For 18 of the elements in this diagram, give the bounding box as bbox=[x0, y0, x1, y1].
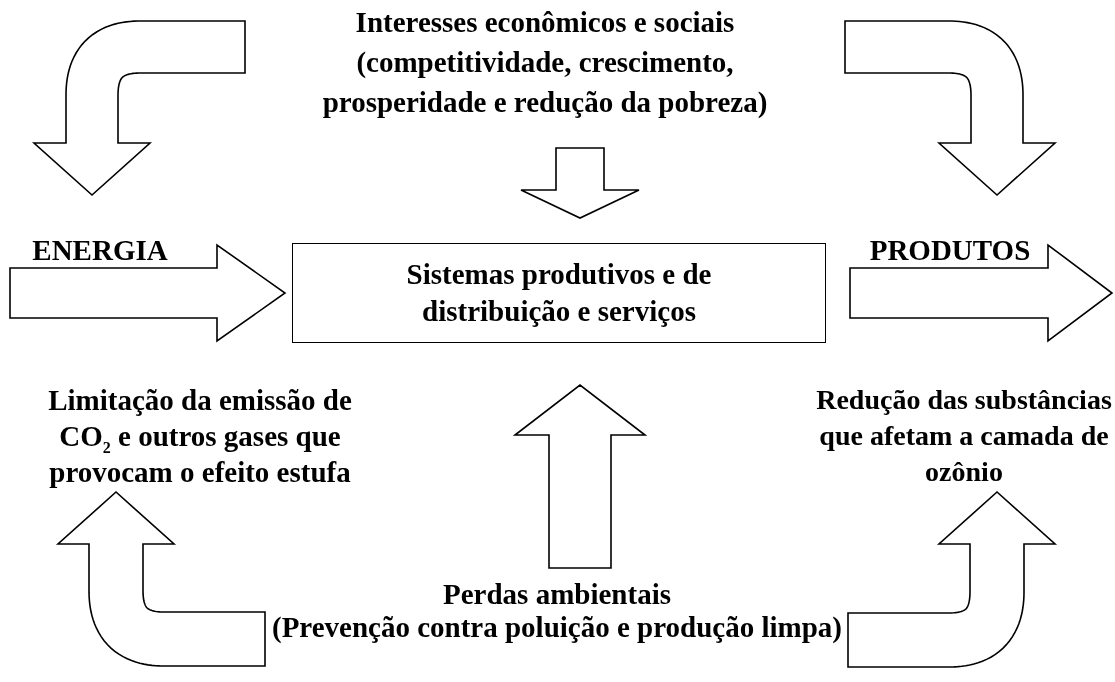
block-arrow bbox=[844, 20, 1058, 197]
process-box bbox=[292, 243, 826, 343]
text-label: Limitação da emissão de CO$_{2}$ e outros gases que provocam o efeito estufa bbox=[47, 383, 353, 490]
text-label: PRODUTOS bbox=[869, 233, 1031, 268]
block-arrow bbox=[847, 490, 1058, 668]
box-text: Sistemas produtivos e de distribuição e serviços bbox=[405, 257, 713, 329]
text-label: Interesses econômicos e sociais bbox=[355, 5, 735, 40]
block-arrow bbox=[55, 490, 266, 667]
block-arrow bbox=[520, 147, 640, 219]
block-arrow bbox=[31, 20, 246, 197]
text-label: Redução das substâncias que afetam a camada de ozônio bbox=[815, 383, 1113, 489]
block-arrow bbox=[512, 384, 648, 569]
text-label: Perdas ambientais bbox=[443, 578, 671, 611]
block-arrow bbox=[9, 243, 287, 343]
text-label: (Prevenção contra poluição e produção limpa) bbox=[272, 611, 842, 644]
text-label: ENERGIA bbox=[32, 233, 168, 268]
text-label: (competitividade, crescimento, prosperidade e redução da pobreza) bbox=[321, 45, 769, 120]
block-arrow bbox=[849, 243, 1114, 343]
